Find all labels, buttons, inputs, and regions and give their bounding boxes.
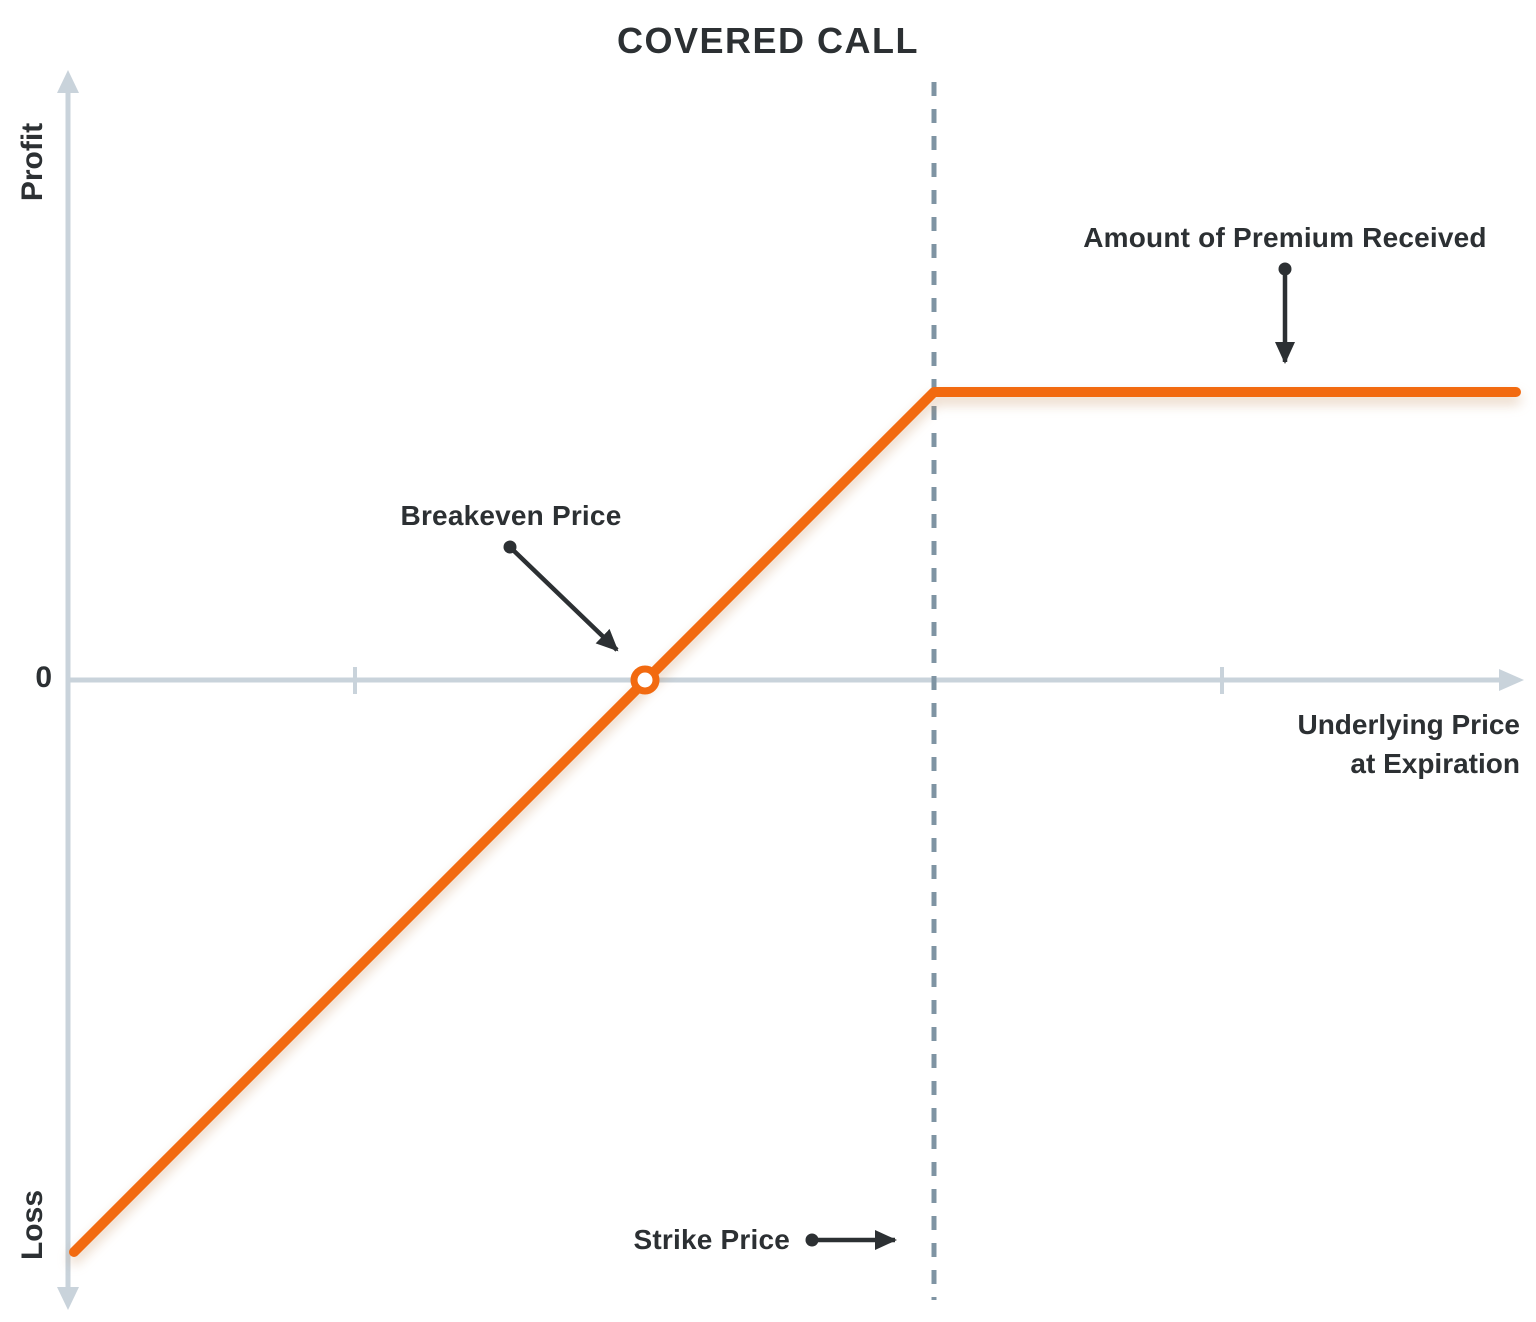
breakeven-annotation-label: Breakeven Price <box>400 500 622 531</box>
y-axis-up-arrowhead-icon <box>57 70 79 93</box>
breakeven-arrow <box>510 547 619 652</box>
x-axis-label-line2: at Expiration <box>1350 748 1520 779</box>
breakeven-marker <box>630 665 660 695</box>
origin-zero-label: 0 <box>35 661 52 694</box>
x-axis-label: Underlying Price at Expiration <box>1150 705 1520 783</box>
premium-arrow-tail-dot <box>1278 262 1292 276</box>
y-axis-loss-label: Loss <box>16 1189 49 1261</box>
y-axis-down-arrowhead-icon <box>57 1287 79 1310</box>
y-axis-profit-label: Profit <box>16 122 49 202</box>
premium-annotation-label: Amount of Premium Received <box>1083 222 1487 253</box>
x-axis-label-line1: Underlying Price <box>1297 709 1520 740</box>
payoff-line <box>69 387 1521 1257</box>
chart-title: COVERED CALL <box>616 20 919 61</box>
strike-arrow-tail-dot <box>805 1233 819 1247</box>
x-axis-right-arrowhead-icon <box>1499 669 1524 691</box>
strike-annotation-label: Strike Price <box>633 1224 790 1255</box>
